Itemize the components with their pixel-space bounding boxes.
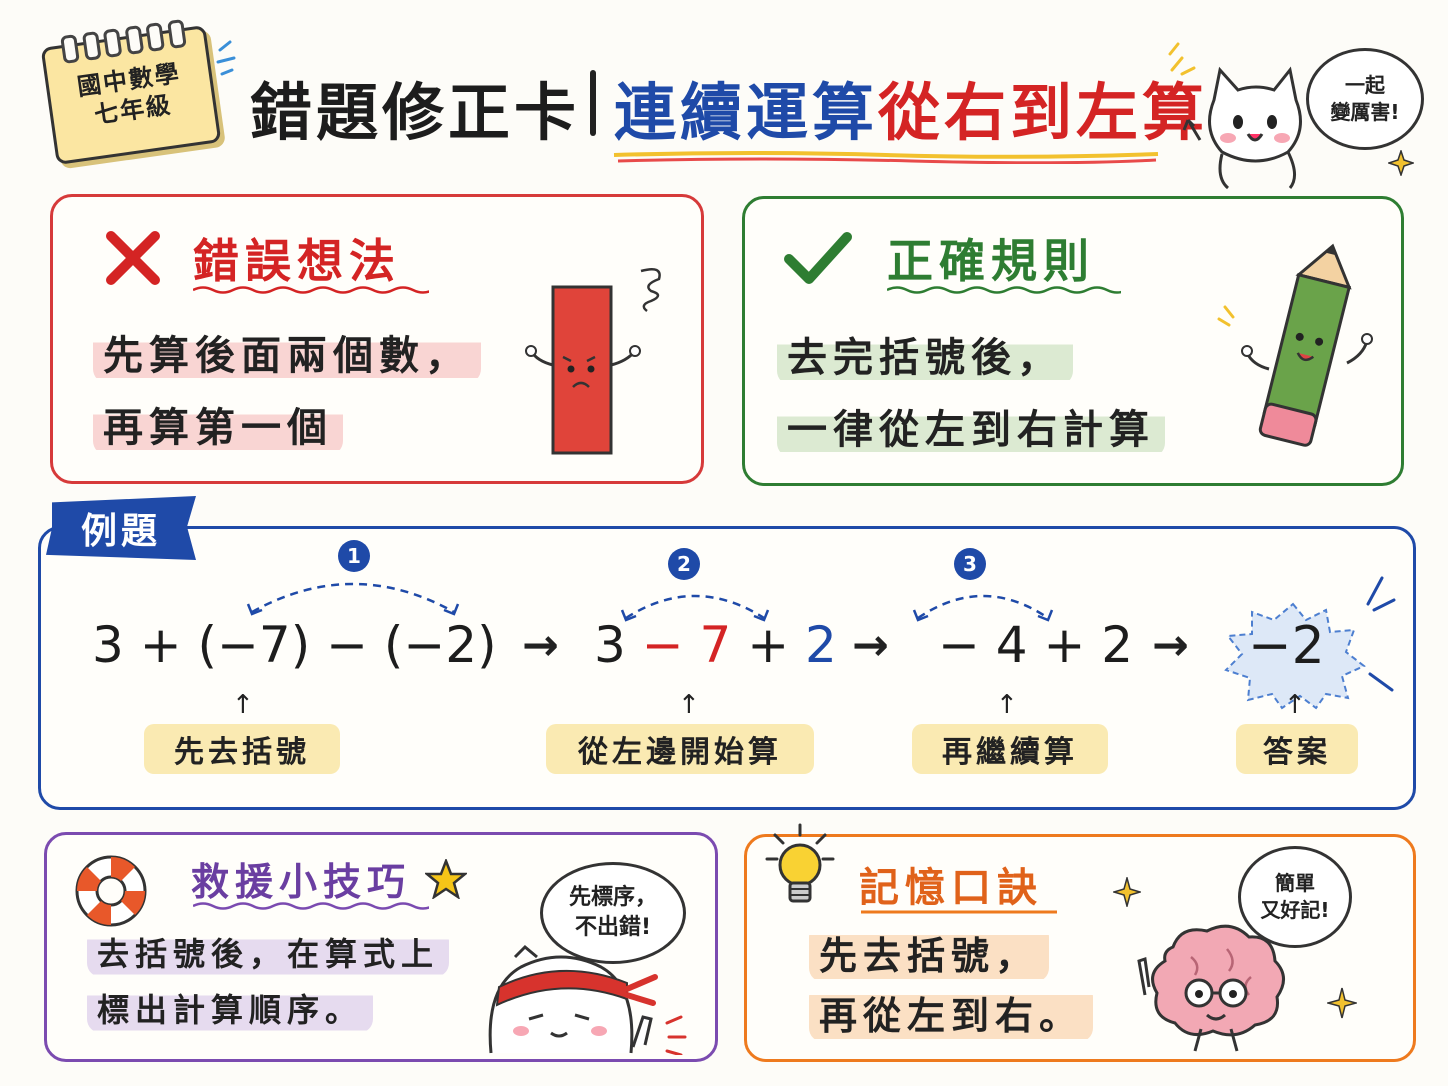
step2-arc (620, 594, 770, 622)
tip-heading-text: 救援小技巧 (191, 860, 412, 904)
expression-step1: 3 − 7 + 2 (594, 616, 837, 674)
hint-remove-brackets: 先去括號 (144, 724, 340, 774)
right-heading-text: 正確規則 (887, 234, 1095, 288)
example-label: 例題 (46, 496, 196, 560)
step-badge-3: 3 (954, 548, 986, 580)
sparkle-lines-icon (216, 40, 236, 76)
sparkle-icon (1388, 150, 1414, 176)
correct-rule-panel: 正確規則 去完括號後， 一律從左到右計算 (742, 196, 1404, 486)
step-badge-1: 1 (338, 540, 370, 572)
grade-card: 國中數學 七年級 (40, 19, 222, 165)
expr-term-red: − 7 (641, 616, 732, 674)
expr-term-blue: 2 (805, 616, 837, 674)
lifebuoy-icon (75, 855, 147, 927)
expression-original: 3 + (−7) − (−2) (92, 616, 497, 674)
star-icon (425, 858, 468, 899)
wrong-line-1: 先算後面兩個數， (93, 321, 481, 383)
speech-line: 不出錯! (574, 915, 652, 940)
right-line-1: 去完括號後， (777, 323, 1073, 385)
mnemonic-panel: 記憶口訣 先去括號， 再從左到右。 (744, 823, 1416, 1062)
speech-line: 又好記! (1260, 898, 1330, 922)
wrong-heading-text: 錯誤想法 (193, 234, 401, 288)
speech-line: 變厲害! (1330, 100, 1400, 124)
confused-block-icon (525, 268, 661, 455)
answer-value: −2 (1248, 616, 1325, 676)
arrow-2: → (852, 620, 889, 671)
hint-answer: 答案 (1236, 724, 1358, 774)
subtitle-blue: 連續運算 (614, 76, 879, 149)
pencil-mascot-icon (1217, 243, 1373, 447)
speech-line: 簡單 (1275, 871, 1315, 895)
memo-speech-bubble: 簡單 又好記! (1238, 846, 1352, 948)
answer-shine-icon (1366, 576, 1396, 692)
tip-heading: 救援小技巧 (191, 851, 468, 906)
right-heading-underline (887, 286, 1121, 294)
sparkle-lines-icon (1168, 42, 1196, 76)
memo-line-2: 再從左到右。 (809, 983, 1094, 1042)
cat-mascot-icon (1182, 66, 1302, 190)
page-title: 錯題修正卡 (250, 76, 581, 149)
title-underline (613, 151, 1159, 164)
memo-line-1: 先去括號， (809, 923, 1050, 982)
arrow-1: → (522, 620, 559, 671)
mascot-speech-bubble: 一起 變厲害! (1306, 48, 1424, 150)
memo-heading-underline (861, 910, 1057, 914)
up-arrow-4: ↑ (1284, 690, 1306, 720)
cross-icon (106, 231, 160, 285)
lightbulb-icon (765, 823, 835, 903)
step1-arc (246, 582, 460, 616)
title-divider (590, 70, 596, 136)
brain-mascot-icon (1137, 924, 1285, 1052)
sparkle-icon (1327, 987, 1357, 1019)
up-arrow-2: ↑ (678, 690, 700, 720)
step-badge-2: 2 (668, 548, 700, 580)
hint-left-first: 從左邊開始算 (546, 724, 814, 774)
page-subtitle: 連續運算從右到左算 (614, 62, 1208, 152)
expr-op: + (747, 616, 790, 674)
arrow-3: → (1152, 620, 1189, 671)
tip-heading-underline (193, 902, 429, 910)
right-line-2: 一律從左到右計算 (777, 395, 1165, 457)
wrong-line-2: 再算第一個 (93, 393, 343, 455)
tip-line-1: 去括號後，在算式上 (87, 927, 450, 977)
wrong-heading: 錯誤想法 (103, 225, 401, 291)
sparkle-icon (1113, 877, 1141, 907)
speech-line: 一起 (1345, 73, 1385, 97)
memo-heading: 記憶口訣 (859, 865, 1043, 911)
right-heading: 正確規則 (783, 225, 1095, 291)
answer-burst-icon (1224, 602, 1366, 710)
up-arrow-3: ↑ (996, 690, 1018, 720)
speech-line: 先標序， (568, 885, 657, 911)
headband-mascot-icon (488, 942, 687, 1055)
tip-speech-bubble: 先標序， 不出錯! (540, 862, 686, 964)
check-icon (784, 232, 852, 284)
expr-term: 3 (594, 616, 626, 674)
expression-step2: − 4 + 2 (938, 616, 1134, 674)
step3-arc (912, 594, 1054, 622)
hint-continue: 再繼續算 (912, 724, 1108, 774)
tip-line-2: 標出計算順序。 (87, 983, 374, 1033)
calendar-rings-icon (60, 19, 187, 65)
wrong-idea-panel: 錯誤想法 先算後面兩個數， 再算第一個 (50, 194, 704, 484)
subtitle-red: 從右到左算 (878, 76, 1209, 149)
wrong-heading-underline (193, 286, 429, 294)
up-arrow-1: ↑ (232, 690, 254, 720)
